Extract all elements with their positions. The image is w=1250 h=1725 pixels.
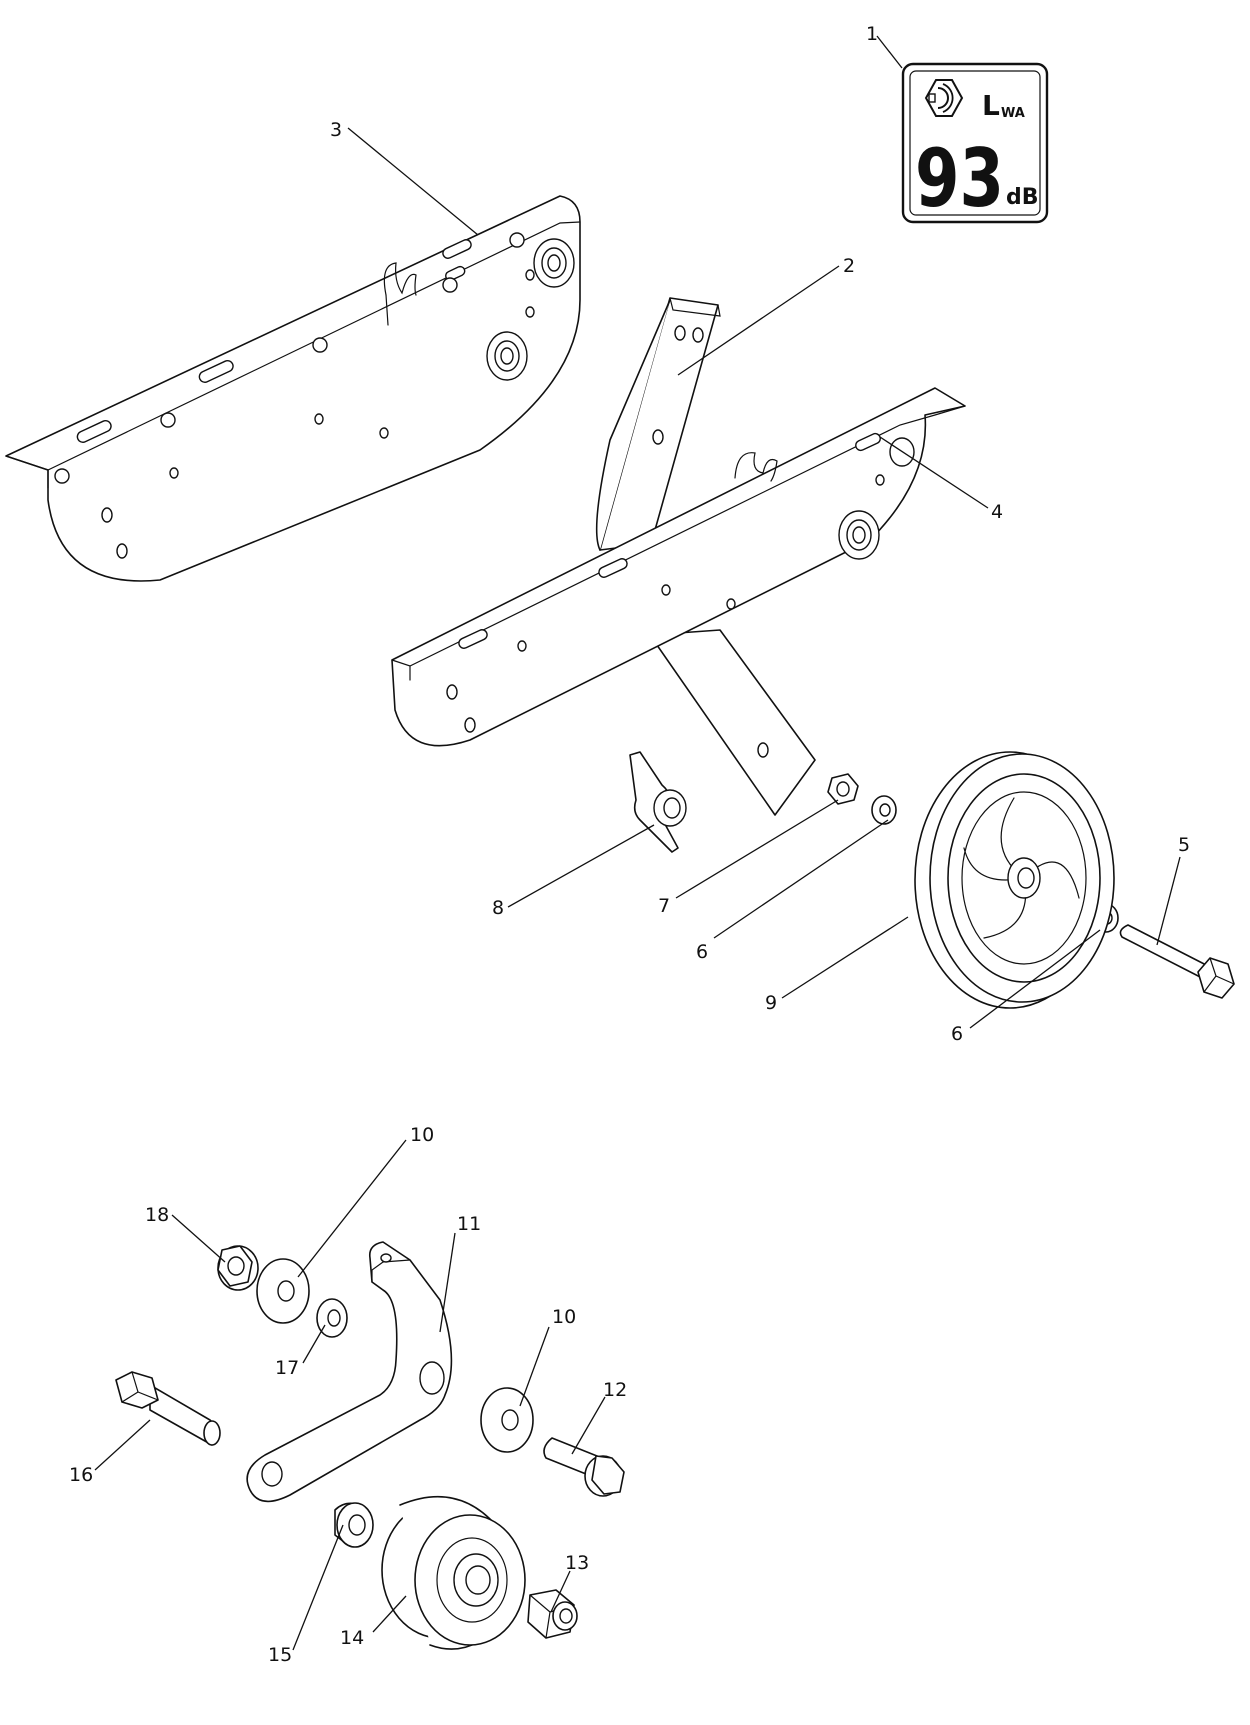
- tension-arm: [246, 1241, 453, 1503]
- flange-nut: [217, 1245, 259, 1291]
- leader-lines: [94, 35, 1181, 1651]
- callout-7: 7: [658, 895, 670, 917]
- axle-bolt: [1119, 924, 1235, 999]
- flat-washer: [256, 1258, 310, 1324]
- callout-14: 14: [340, 1627, 364, 1649]
- small-spacer: [316, 1298, 348, 1338]
- washer: [871, 795, 897, 825]
- lwa-symbol-sub: WA: [1001, 106, 1025, 121]
- callout-3: 3: [330, 119, 342, 141]
- idler-pulley: [381, 1495, 526, 1650]
- rivet: [54, 232, 525, 484]
- callout-2: 2: [843, 255, 855, 277]
- callout-1: 1: [866, 23, 878, 45]
- noise-unit: dB: [1006, 185, 1039, 210]
- slot: [458, 432, 881, 649]
- transport-wheel: [914, 751, 1115, 1009]
- callout-18: 18: [145, 1204, 169, 1226]
- callout-9: 9: [765, 992, 777, 1014]
- right-side-plate: [391, 387, 966, 747]
- shoulder-bolt: [115, 1371, 221, 1446]
- lwa-symbol-L: L: [982, 89, 1000, 122]
- callout-16: 16: [69, 1464, 93, 1486]
- callout-6a: 6: [696, 941, 708, 963]
- bearing-boss: [486, 238, 575, 381]
- left-side-plate: [5, 195, 581, 582]
- callout-12: 12: [603, 1379, 627, 1401]
- sound-power-label: L WA 93 dB: [901, 62, 1049, 226]
- callout-labels: 1 2 3 4 5 6 6 7 8 9 10 10 11 12 13 14 15…: [69, 23, 1190, 1666]
- slot: [76, 239, 472, 443]
- spacer: [334, 1502, 374, 1548]
- noise-level-value: 93: [915, 133, 1004, 226]
- mount-hole: [101, 269, 535, 559]
- callout-8: 8: [492, 897, 504, 919]
- bearing-boss: [838, 437, 915, 560]
- callout-10a: 10: [410, 1124, 434, 1146]
- lock-nut: [527, 1589, 578, 1639]
- flange-bolt: [543, 1437, 625, 1497]
- callout-5: 5: [1178, 834, 1190, 856]
- callout-6b: 6: [951, 1023, 963, 1045]
- callout-13: 13: [565, 1552, 589, 1574]
- nut: [827, 773, 859, 805]
- callout-4: 4: [991, 501, 1003, 523]
- callout-15: 15: [268, 1644, 292, 1666]
- wheel-bracket-arm: [595, 297, 816, 816]
- ear-protection-icon: [924, 79, 964, 117]
- flat-washer: [480, 1387, 534, 1453]
- mount-hole: [446, 474, 885, 733]
- wing-knob: [629, 751, 687, 853]
- callout-10b: 10: [552, 1306, 576, 1328]
- callout-11: 11: [457, 1213, 481, 1235]
- callout-17: 17: [275, 1357, 299, 1379]
